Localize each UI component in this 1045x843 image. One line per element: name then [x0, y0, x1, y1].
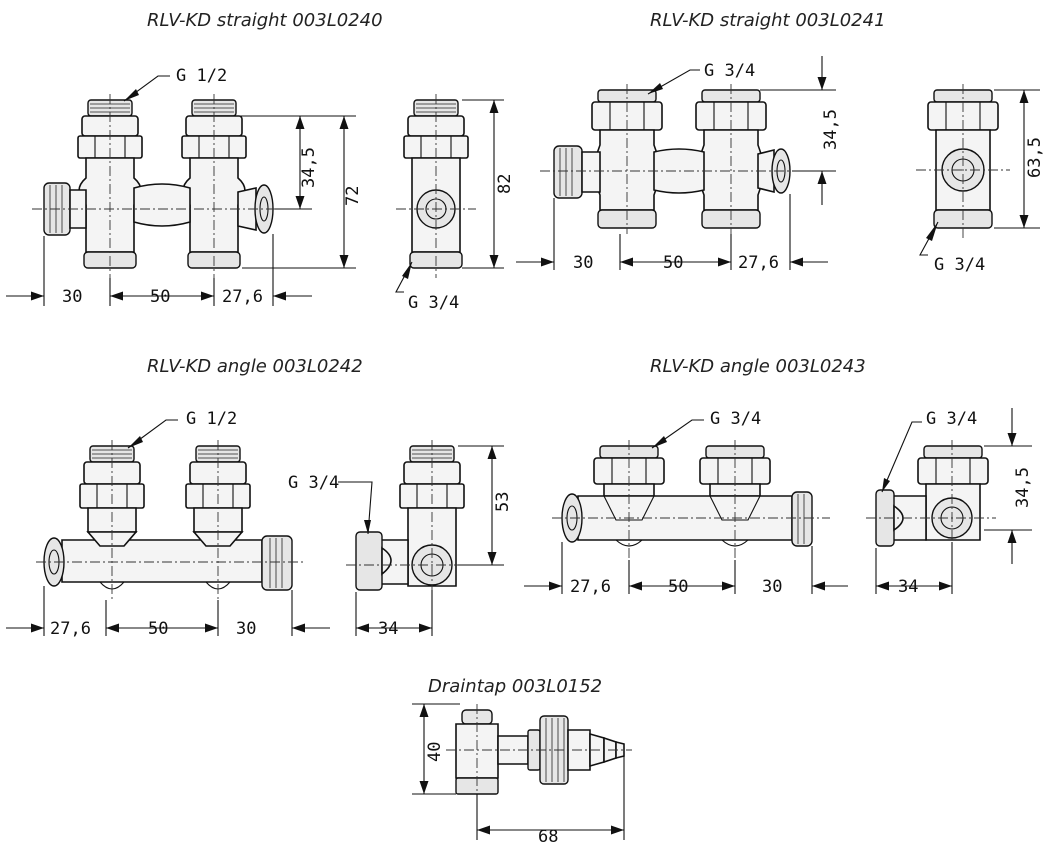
label-0241-thread-top: G 3/4 — [704, 61, 755, 81]
label-0243-dim-left: 27,6 — [570, 577, 611, 597]
drawing-straight-0241-front — [516, 56, 836, 270]
label-0242-dim-mid: 50 — [148, 619, 168, 639]
label-0240-dim-right: 27,6 — [222, 287, 263, 307]
title-angle-0243: RLV-KD angle 003L0243 — [650, 356, 866, 377]
label-0241-dim-left: 30 — [573, 253, 593, 273]
title-straight-0241: RLV-KD straight 003L0241 — [650, 10, 886, 31]
label-0242-dim-right: 30 — [236, 619, 256, 639]
title-draintap: Draintap 003L0152 — [428, 676, 602, 697]
label-0243-dim-offset: 34,5 — [1013, 467, 1033, 508]
label-0242-thread-top: G 1/2 — [186, 409, 237, 429]
label-0242-dim-left: 27,6 — [50, 619, 91, 639]
label-0241-dim-offset: 34,5 — [821, 109, 841, 150]
label-0241-dim-right: 27,6 — [738, 253, 779, 273]
label-0241-thread-side: G 3/4 — [934, 255, 985, 275]
label-draintap-dim-height: 40 — [425, 742, 445, 762]
label-0243-thread-side: G 3/4 — [926, 409, 977, 429]
drawing-straight-0240-front — [6, 75, 356, 306]
drawing-angle-0242-front — [6, 419, 330, 636]
label-0243-dim-mid: 50 — [668, 577, 688, 597]
drawing-angle-0243-side — [866, 408, 1032, 594]
label-0241-dim-side-height: 63,5 — [1025, 137, 1045, 178]
label-0240-dim-side-height: 82 — [495, 174, 515, 194]
label-0242-dim-side-width: 34 — [378, 619, 398, 639]
label-0240-dim-offset: 34,5 — [299, 147, 319, 188]
label-0243-dim-side-width: 34 — [898, 577, 918, 597]
label-0240-dim-height: 72 — [343, 186, 363, 206]
title-straight-0240: RLV-KD straight 003L0240 — [147, 10, 383, 31]
drawing-angle-0242-side — [338, 440, 504, 636]
label-0242-thread-side: G 3/4 — [288, 473, 339, 493]
label-0243-thread-top: G 3/4 — [710, 409, 761, 429]
label-0242-dim-height: 53 — [493, 492, 513, 512]
label-0241-dim-mid: 50 — [663, 253, 683, 273]
title-angle-0242: RLV-KD angle 003L0242 — [147, 356, 363, 377]
drawing-angle-0243-front — [524, 419, 848, 594]
label-0240-dim-left: 30 — [62, 287, 82, 307]
label-draintap-dim-width: 68 — [538, 827, 558, 843]
drawing-straight-0241-side — [916, 84, 1040, 256]
label-0240-thread-top: G 1/2 — [176, 66, 227, 86]
label-0243-dim-right: 30 — [762, 577, 782, 597]
label-0240-dim-mid: 50 — [150, 287, 170, 307]
drawing-draintap — [412, 703, 632, 840]
label-0240-thread-side: G 3/4 — [408, 293, 459, 313]
drawing-straight-0240-side — [395, 94, 504, 293]
